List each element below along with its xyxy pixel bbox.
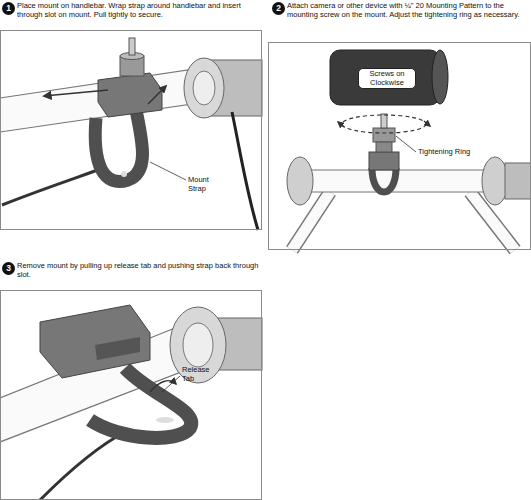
step-number-text: 3 bbox=[6, 264, 11, 273]
callout-label: Tightening Ring bbox=[418, 148, 488, 157]
strap-slot bbox=[95, 337, 140, 360]
mount-strap bbox=[372, 168, 396, 192]
instruction-text: Remove mount by pulling up release tab a… bbox=[17, 261, 261, 279]
step-number: 2 bbox=[272, 2, 285, 15]
mount-block bbox=[369, 152, 399, 170]
panel-three-art bbox=[0, 305, 262, 500]
leader-line bbox=[396, 136, 416, 152]
rotation-arrow bbox=[424, 121, 430, 126]
callout-label: Screws on Clockwise bbox=[358, 68, 416, 89]
camera-body bbox=[330, 50, 440, 105]
pull-arrow bbox=[44, 90, 108, 96]
panel-two-art bbox=[287, 50, 531, 250]
mount-strap bbox=[95, 110, 142, 182]
instruction-text: Attach camera or other device with ¼" 20… bbox=[287, 1, 530, 19]
frame-tube-face bbox=[292, 192, 515, 250]
clamp-bolt bbox=[193, 71, 215, 105]
step-number-text: 1 bbox=[6, 4, 11, 13]
step-number-text: 2 bbox=[276, 4, 281, 13]
brake-cable bbox=[232, 112, 258, 230]
instruction-text: Place mount on handlebar. Wrap strap aro… bbox=[17, 1, 261, 19]
handlebar-end bbox=[482, 157, 508, 205]
rotation-path bbox=[342, 115, 426, 133]
clamp-bolt bbox=[183, 323, 213, 367]
mount-block bbox=[98, 73, 162, 117]
insert-arrow bbox=[148, 86, 166, 104]
handlebar-clamp bbox=[170, 307, 226, 383]
leader-line bbox=[162, 376, 180, 392]
step-panel: Remove mount by pulling up release tab a… bbox=[0, 290, 262, 500]
strap-tail bbox=[2, 170, 98, 205]
pull-arrow bbox=[150, 381, 176, 392]
step-number: 3 bbox=[2, 262, 15, 275]
mount-block bbox=[40, 305, 150, 378]
rotation-arrow bbox=[338, 122, 344, 127]
callout-label: Release Tab bbox=[182, 366, 216, 383]
leader-line bbox=[150, 162, 186, 180]
mounting-screw bbox=[129, 38, 135, 55]
strap-hole bbox=[121, 171, 127, 177]
handlebar-end bbox=[287, 157, 313, 205]
panel-one-art bbox=[0, 38, 262, 230]
tightening-ring bbox=[373, 128, 395, 142]
mounting-screw bbox=[381, 114, 387, 128]
handlebar-clamp bbox=[184, 58, 224, 118]
callout-label: Mount Strap bbox=[188, 176, 220, 193]
step-panel: Place mount on handlebar. Wrap strap aro… bbox=[0, 30, 262, 230]
camera-lens bbox=[432, 50, 448, 104]
release-tab-slot bbox=[156, 417, 174, 423]
strap-tail bbox=[40, 432, 125, 500]
screw-base bbox=[376, 142, 392, 152]
mount-strap bbox=[90, 368, 191, 438]
step-number: 1 bbox=[2, 2, 15, 15]
grip bbox=[505, 163, 531, 199]
